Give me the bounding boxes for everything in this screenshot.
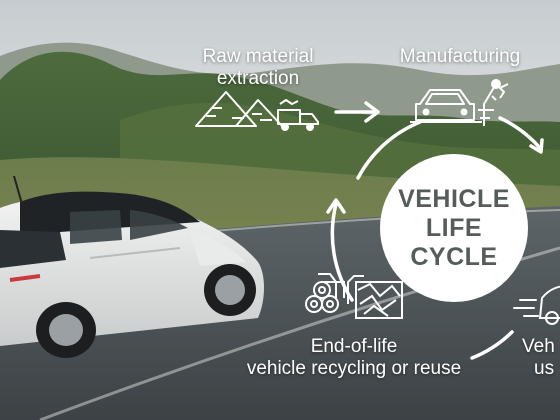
arc-lower-right [470,330,514,360]
arc-left [330,202,354,302]
manufacturing-line1: Manufacturing [399,46,521,67]
arc-upper-right [498,116,542,150]
center-title-line1: VEHICLE [398,184,510,213]
end-of-life-line1: End-of-life [310,336,398,357]
metal-coils-and-scrap-icon [305,273,403,319]
stage-label-use: Veh us [522,336,560,380]
end-of-life-line2: vehicle recycling or reuse [246,358,462,379]
use-line2: us [534,358,555,379]
stage-label-manufacturing: Manufacturing [380,46,540,68]
arrowhead-to-raw-material [326,198,346,214]
moving-car-icon [513,285,560,325]
robot-arm-car-factory-icon [410,79,509,126]
stage-label-end-of-life: End-of-life vehicle recycling or reuse [222,336,486,380]
center-title-line2: LIFE [425,213,483,242]
center-disc [380,154,528,302]
raw-material-line2: extraction [216,68,300,89]
center-title-line3: CYCLE [410,242,498,271]
mine-and-truck-icon [195,91,319,131]
arc-upper-left [356,120,422,180]
use-line1: Veh [522,336,555,357]
electric-car [0,175,264,358]
arrowheads [326,101,544,214]
arrowhead-to-use [529,138,544,154]
cycle-arrows [330,110,542,360]
arrowhead-to-manufacturing [364,101,380,123]
raw-material-line1: Raw material [202,46,314,67]
stage-label-raw-material: Raw material extraction [176,46,340,90]
center-title: VEHICLE LIFE CYCLE [383,168,525,288]
